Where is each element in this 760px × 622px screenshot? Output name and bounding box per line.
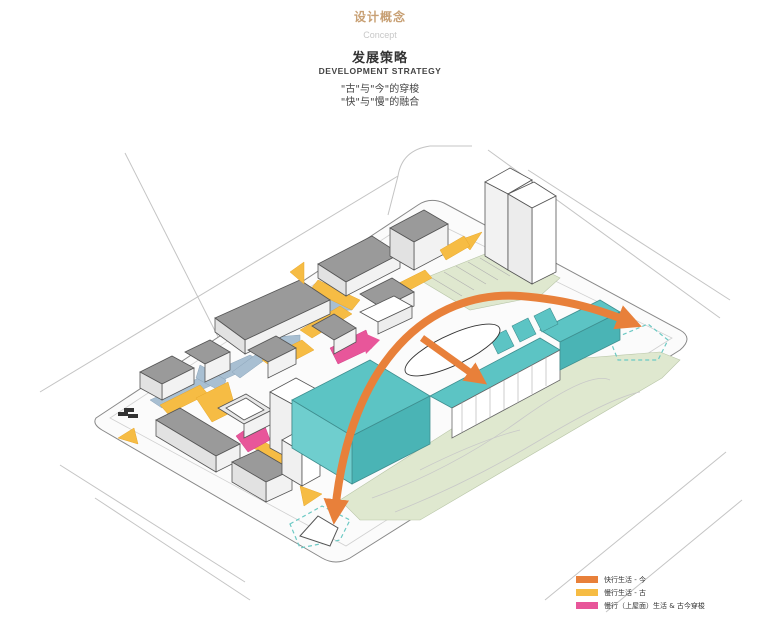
- legend-item-rooftop: 慢行（上屋面）生活 & 古今穿梭: [576, 600, 705, 611]
- legend-item-fast: 快行生活 - 今: [576, 574, 705, 585]
- legend-swatch-fast: [576, 576, 598, 583]
- legend: 快行生活 - 今 慢行生活 - 古 慢行（上屋面）生活 & 古今穿梭: [576, 574, 705, 613]
- legend-label-slow: 慢行生活 - 古: [604, 588, 646, 598]
- legend-swatch-rooftop: [576, 602, 598, 609]
- legend-item-slow: 慢行生活 - 古: [576, 587, 705, 598]
- legend-label-rooftop: 慢行（上屋面）生活 & 古今穿梭: [604, 601, 705, 611]
- legend-label-fast: 快行生活 - 今: [604, 575, 646, 585]
- legend-swatch-slow: [576, 589, 598, 596]
